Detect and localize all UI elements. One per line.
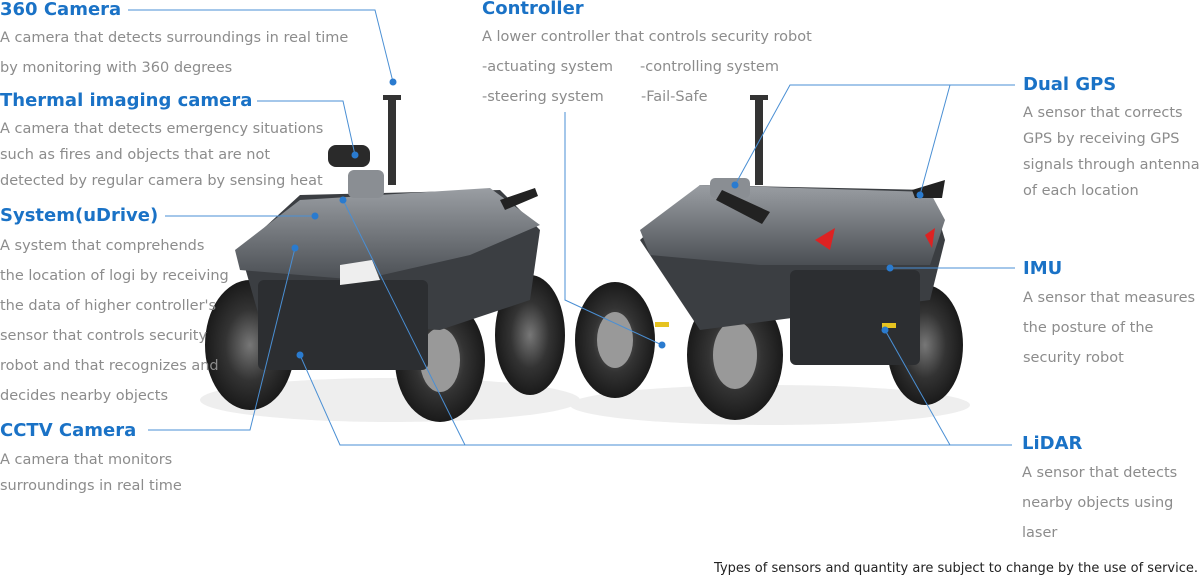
imu-title: IMU bbox=[1023, 258, 1063, 279]
front-robot bbox=[200, 95, 580, 422]
desc-line: signals through antennas bbox=[1023, 157, 1200, 173]
thermal-desc: A camera that detects emergency situatio… bbox=[0, 116, 323, 194]
controller-item: -steering system bbox=[482, 89, 604, 105]
desc-line: such as fires and objects that are not bbox=[0, 147, 271, 163]
desc-line: by monitoring with 360 degrees bbox=[0, 60, 233, 76]
controller-item: -Fail-Safe bbox=[641, 89, 708, 105]
desc-line: security robot bbox=[1023, 350, 1124, 366]
desc-line: A system that comprehends bbox=[0, 238, 205, 254]
controller-desc: A lower controller that controls securit… bbox=[482, 22, 812, 52]
cctv-title: CCTV Camera bbox=[0, 420, 137, 441]
desc-line: nearby objects using bbox=[1022, 495, 1174, 511]
desc-line: of each location bbox=[1023, 183, 1139, 199]
footnote: Types of sensors and quantity are subjec… bbox=[714, 561, 1198, 576]
desc-line: A sensor that measures bbox=[1023, 290, 1196, 306]
imu-desc: A sensor that measures the posture of th… bbox=[1023, 283, 1195, 373]
desc-line: surroundings in real time bbox=[0, 478, 182, 494]
desc-line: the posture of the bbox=[1023, 320, 1154, 336]
gps-title: Dual GPS bbox=[1023, 74, 1117, 95]
controller-item: -actuating system bbox=[482, 59, 613, 75]
desc-line: detected by regular camera by sensing he… bbox=[0, 173, 323, 189]
gps-desc: A sensor that corrects GPS by receiving … bbox=[1023, 100, 1200, 204]
desc-line: decides nearby objects bbox=[0, 388, 169, 404]
desc-line: laser bbox=[1022, 525, 1058, 541]
desc-line: A camera that detects surroundings in re… bbox=[0, 30, 349, 46]
controller-title: Controller bbox=[482, 0, 584, 19]
thermal-title: Thermal imaging camera bbox=[0, 90, 253, 111]
rear-robot bbox=[570, 95, 970, 425]
desc-line: A camera that monitors bbox=[0, 452, 173, 468]
desc-line: A sensor that detects bbox=[1022, 465, 1178, 481]
cctv-desc: A camera that monitors surroundings in r… bbox=[0, 447, 182, 499]
desc-line: A camera that detects emergency situatio… bbox=[0, 121, 324, 137]
desc-line: sensor that controls security bbox=[0, 328, 208, 344]
lidar-title: LiDAR bbox=[1022, 433, 1083, 454]
desc-line: A sensor that corrects bbox=[1023, 105, 1183, 121]
desc-line: GPS by receiving GPS bbox=[1023, 131, 1180, 147]
camera360-title: 360 Camera bbox=[0, 0, 122, 20]
desc-line: the data of higher controller's bbox=[0, 298, 217, 314]
desc-line: the location of logi by receiving bbox=[0, 268, 229, 284]
sensor-dots bbox=[291, 78, 924, 359]
desc-line: robot and that recognizes and bbox=[0, 358, 219, 374]
camera360-desc: A camera that detects surroundings in re… bbox=[0, 23, 348, 83]
leader-lines bbox=[128, 9, 1015, 446]
system-desc: A system that comprehends the location o… bbox=[0, 231, 229, 411]
system-title: System(uDrive) bbox=[0, 205, 159, 226]
controller-item: -controlling system bbox=[640, 59, 779, 75]
lidar-desc: A sensor that detects nearby objects usi… bbox=[1022, 458, 1177, 548]
desc-line: A lower controller that controls securit… bbox=[482, 29, 812, 45]
